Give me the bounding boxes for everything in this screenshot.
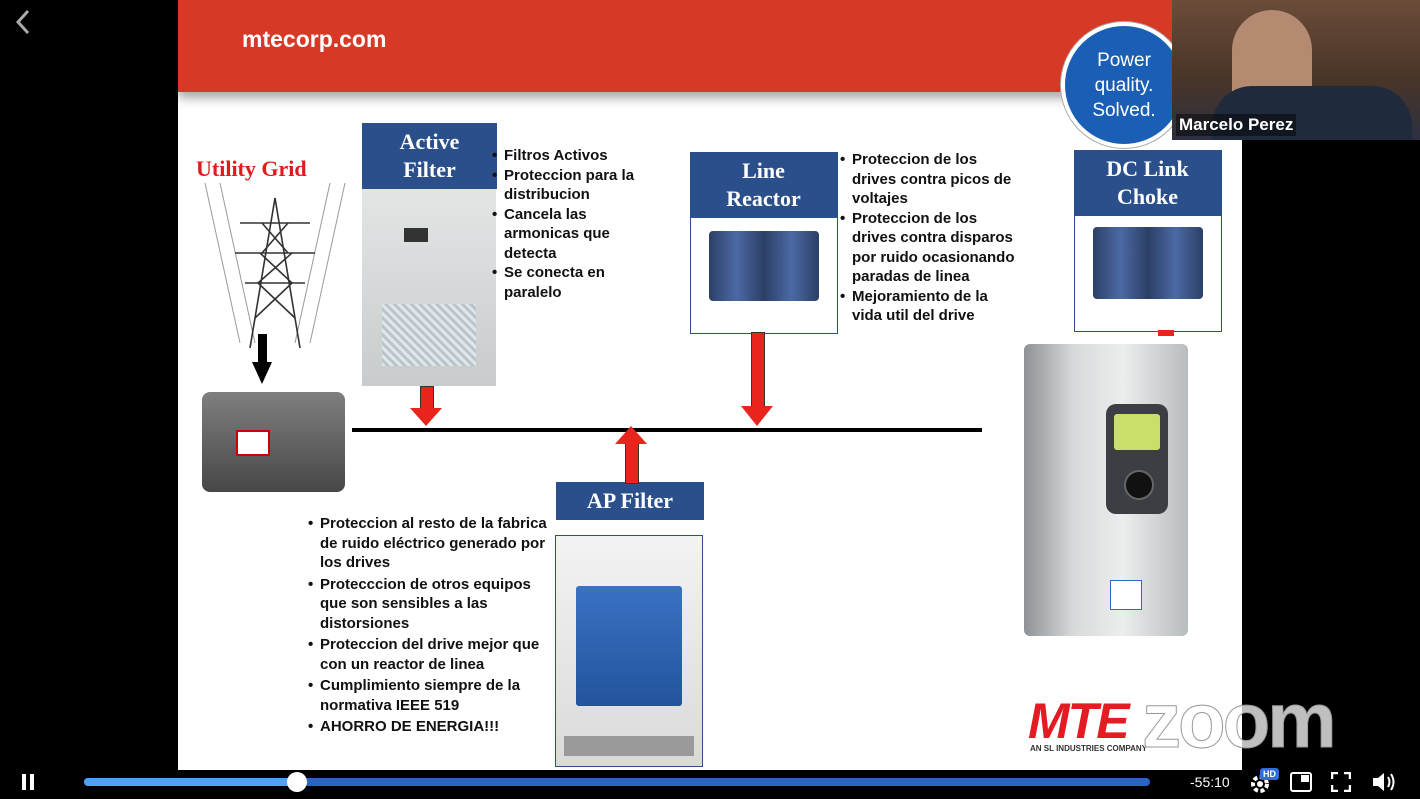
drive-label-area xyxy=(1110,580,1142,610)
line-reactor-title: Line Reactor xyxy=(690,152,837,218)
line-reactor-arrow-shaft xyxy=(751,332,765,410)
line-reactor-bullets: Proteccion de los drives contra picos de… xyxy=(840,150,1016,326)
ap-filter-components xyxy=(576,586,682,706)
dc-link-choke-title-line2: Choke xyxy=(1116,184,1179,209)
bullet-item: Cancela las armonicas que detecta xyxy=(492,205,662,264)
ap-filter-base xyxy=(564,736,694,756)
line-reactor-title-line1: Line xyxy=(742,158,785,183)
time-remaining: -55:10 xyxy=(1190,774,1230,790)
bullet-item: Protecccion de otros equipos que son sen… xyxy=(308,575,556,634)
dc-link-connector xyxy=(1158,330,1174,336)
variable-frequency-drive-image xyxy=(1024,344,1188,636)
bullet-item: Mejoramiento de la vida util del drive xyxy=(840,287,1016,326)
progress-track[interactable] xyxy=(84,778,1150,786)
active-filter-title: Active Filter xyxy=(362,123,497,189)
bullet-item: Proteccion al resto de la fabrica de rui… xyxy=(308,514,556,573)
bullet-item: AHORRO DE ENERGIA!!! xyxy=(308,717,556,737)
progress-played xyxy=(84,778,298,786)
dc-link-choke-title: DC Link Choke xyxy=(1074,150,1221,216)
down-arrow-black-head xyxy=(252,362,272,384)
drive-screen xyxy=(1114,414,1160,450)
utility-grid-label: Utility Grid xyxy=(196,156,307,181)
reactor-core xyxy=(709,231,819,301)
drive-keypad xyxy=(1106,404,1168,514)
webcam-shoulders xyxy=(1212,86,1412,140)
transformer-image xyxy=(202,392,345,492)
bullet-item: Se conecta en paralelo xyxy=(492,263,662,302)
mte-logo: MTE xyxy=(1028,693,1130,749)
presentation-slide: mtecorp.com Utility Grid Active Filter F… xyxy=(178,0,1242,770)
active-filter-arrow-head xyxy=(410,408,442,426)
pause-icon[interactable] xyxy=(20,773,36,791)
vent-panel xyxy=(382,304,476,366)
volume-icon[interactable] xyxy=(1372,771,1398,793)
bullet-item: Filtros Activos xyxy=(492,146,662,166)
progress-thumb[interactable] xyxy=(287,772,308,792)
ap-filter-title: AP Filter xyxy=(556,482,704,520)
zoom-watermark: zoom xyxy=(1142,676,1338,764)
ap-filter-arrow-head xyxy=(615,426,647,444)
slide-header: mtecorp.com xyxy=(178,0,1172,92)
badge-line1: Power xyxy=(1097,49,1151,71)
back-chevron-icon[interactable] xyxy=(12,8,34,36)
active-filter-title-line1: Active xyxy=(399,129,460,154)
power-quality-badge: Power quality. Solved. xyxy=(1061,22,1187,148)
active-filter-title-line2: Filter xyxy=(403,157,456,182)
bullet-item: Proteccion para la distribucion xyxy=(492,166,662,205)
hd-badge: HD xyxy=(1260,768,1279,780)
display-panel xyxy=(404,228,428,242)
pip-icon[interactable] xyxy=(1290,772,1312,792)
line-reactor-title-line2: Reactor xyxy=(726,186,801,211)
choke-core xyxy=(1093,227,1203,299)
ap-filter-image xyxy=(555,535,703,767)
dc-link-choke-title-line1: DC Link xyxy=(1106,156,1189,181)
bullet-item: Proteccion del drive mejor que con un re… xyxy=(308,635,556,674)
fullscreen-icon[interactable] xyxy=(1331,772,1351,792)
ap-filter-bullets: Proteccion al resto de la fabrica de rui… xyxy=(308,514,556,737)
webcam-video[interactable]: Marcelo Perez xyxy=(1172,0,1420,140)
mte-logo-subtitle: AN SL INDUSTRIES COMPANY xyxy=(1030,744,1148,753)
transmission-tower-image xyxy=(204,182,346,349)
active-filter-bullets: Filtros Activos Proteccion para la distr… xyxy=(492,146,662,302)
ap-filter-arrow-shaft xyxy=(625,442,639,484)
badge-line3: Solved. xyxy=(1092,99,1156,121)
line-reactor-arrow-head xyxy=(741,406,773,426)
active-filter-image xyxy=(362,186,496,386)
bullet-item: Proteccion de los drives contra disparos… xyxy=(840,209,1016,287)
bullet-item: Proteccion de los drives contra picos de… xyxy=(840,150,1016,209)
drive-knob xyxy=(1124,470,1154,500)
badge-line2: quality. xyxy=(1094,74,1154,96)
bullet-item: Cumplimiento siempre de la normativa IEE… xyxy=(308,676,556,715)
site-url: mtecorp.com xyxy=(242,26,387,52)
down-arrow-black xyxy=(258,334,267,364)
bus-line xyxy=(352,428,982,432)
warning-label xyxy=(236,430,270,456)
participant-name: Marcelo Perez xyxy=(1176,114,1297,136)
